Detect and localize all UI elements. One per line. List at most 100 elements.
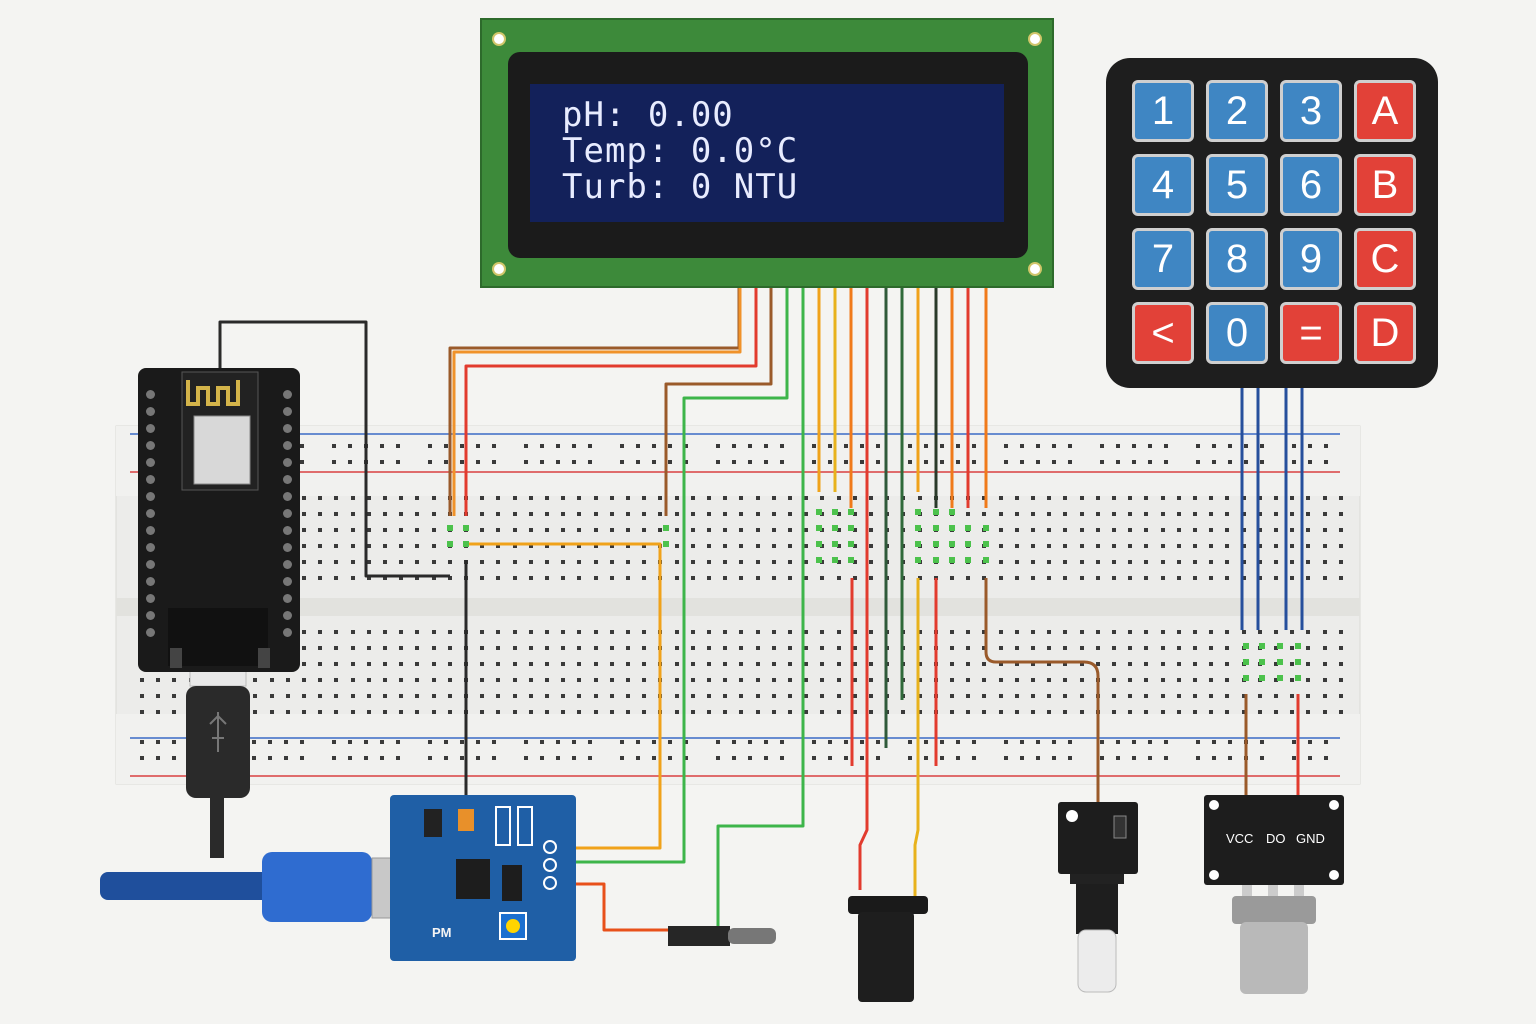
breadboard-hole [869,496,873,500]
keypad-key[interactable]: 6 [1280,154,1342,216]
breadboard-hole [1177,560,1181,564]
breadboard-hole [561,678,565,682]
breadboard-hole [529,678,533,682]
keypad-key[interactable]: 4 [1132,154,1194,216]
breadboard-hole [284,740,288,744]
keypad-key[interactable]: D [1354,302,1416,364]
breadboard-hole [1292,460,1296,464]
esp-pin [283,458,292,467]
breadboard-hole [950,710,954,714]
breadboard-hole [334,662,338,666]
breadboard-hole [351,496,355,500]
breadboard-hole [1015,512,1019,516]
breadboard-hole [1292,444,1296,448]
breadboard-hole [642,630,646,634]
breadboard-hole [1306,576,1310,580]
breadboard-hole [270,710,274,714]
breadboard-hole [1132,756,1136,760]
breadboard-hole [302,678,306,682]
esp-pin [146,628,155,637]
keypad-key[interactable]: 8 [1206,228,1268,290]
breadboard-hole [788,694,792,698]
breadboard-hole [837,560,841,564]
breadboard-hole [828,756,832,760]
breadboard-hole [444,444,448,448]
breadboard-hole [788,528,792,532]
breadboard-hole [1015,576,1019,580]
lcd-screen: pH: 0.00 Temp: 0.0°C Turb: 0 NTU [530,84,1004,222]
breadboard-hole [956,740,960,744]
breadboard-hole [1100,756,1104,760]
breadboard-hole [972,460,976,464]
keypad-key[interactable]: 1 [1132,80,1194,142]
breadboard-hole [1015,544,1019,548]
mounting-hole [1028,32,1042,46]
breadboard-hole [772,560,776,564]
keypad-key[interactable]: 3 [1280,80,1342,142]
breadboard-hole [820,496,824,500]
keypad-key[interactable]: 9 [1280,228,1342,290]
keypad-key[interactable]: A [1354,80,1416,142]
breadboard-hole [1323,694,1327,698]
keypad-key[interactable]: = [1280,302,1342,364]
breadboard-hole [496,646,500,650]
lcd-line-turbidity: Turb: 0 NTU [562,167,799,207]
breadboard-hole [545,678,549,682]
breadboard-hole [1080,528,1084,532]
breadboard-hole [415,496,419,500]
breadboard-hole [837,662,841,666]
breadboard-hole [1308,756,1312,760]
breadboard-hole [351,630,355,634]
breadboard-hole [837,694,841,698]
breadboard-hole [723,576,727,580]
breadboard-hole [480,512,484,516]
breadboard-hole [1290,544,1294,548]
keypad-key[interactable]: 0 [1206,302,1268,364]
keypad-key[interactable]: 2 [1206,80,1268,142]
breadboard-hole [820,630,824,634]
breadboard-hole [1096,630,1100,634]
breadboard-hole [788,646,792,650]
breadboard-hole [739,710,743,714]
connection-dot [933,525,939,531]
breadboard-hole [999,576,1003,580]
breadboard-hole [691,544,695,548]
breadboard-hole [732,740,736,744]
connection-dot [663,541,669,547]
breadboard-hole [513,710,517,714]
breadboard-hole [1161,528,1165,532]
breadboard-hole [513,678,517,682]
breadboard-hole [1112,710,1116,714]
connection-dot [915,525,921,531]
breadboard-hole [1209,662,1213,666]
esp-pin [146,441,155,450]
breadboard-hole [1047,512,1051,516]
keypad-key[interactable]: B [1354,154,1416,216]
breadboard-hole [707,544,711,548]
breadboard-hole [577,710,581,714]
breadboard-hole [716,460,720,464]
breadboard-hole [642,678,646,682]
breadboard-hole [756,496,760,500]
breadboard-hole [1047,496,1051,500]
breadboard-hole [1225,694,1229,698]
breadboard-hole [428,740,432,744]
breadboard-hole [1128,694,1132,698]
breadboard-hole [1052,460,1056,464]
esp-board-art [168,371,270,668]
breadboard-hole [561,710,565,714]
breadboard-hole [812,740,816,744]
breadboard-hole [348,756,352,760]
breadboard-hole [1339,694,1343,698]
keypad-key[interactable]: C [1354,228,1416,290]
connection-dot [447,525,453,531]
keypad-key[interactable]: 7 [1132,228,1194,290]
breadboard-hole [1323,512,1327,516]
breadboard-hole [1116,756,1120,760]
keypad-key[interactable]: < [1132,302,1194,364]
breadboard-hole [1144,678,1148,682]
breadboard-hole [642,662,646,666]
keypad-key[interactable]: 5 [1206,154,1268,216]
breadboard-hole [1004,756,1008,760]
breadboard-hole [1258,512,1262,516]
